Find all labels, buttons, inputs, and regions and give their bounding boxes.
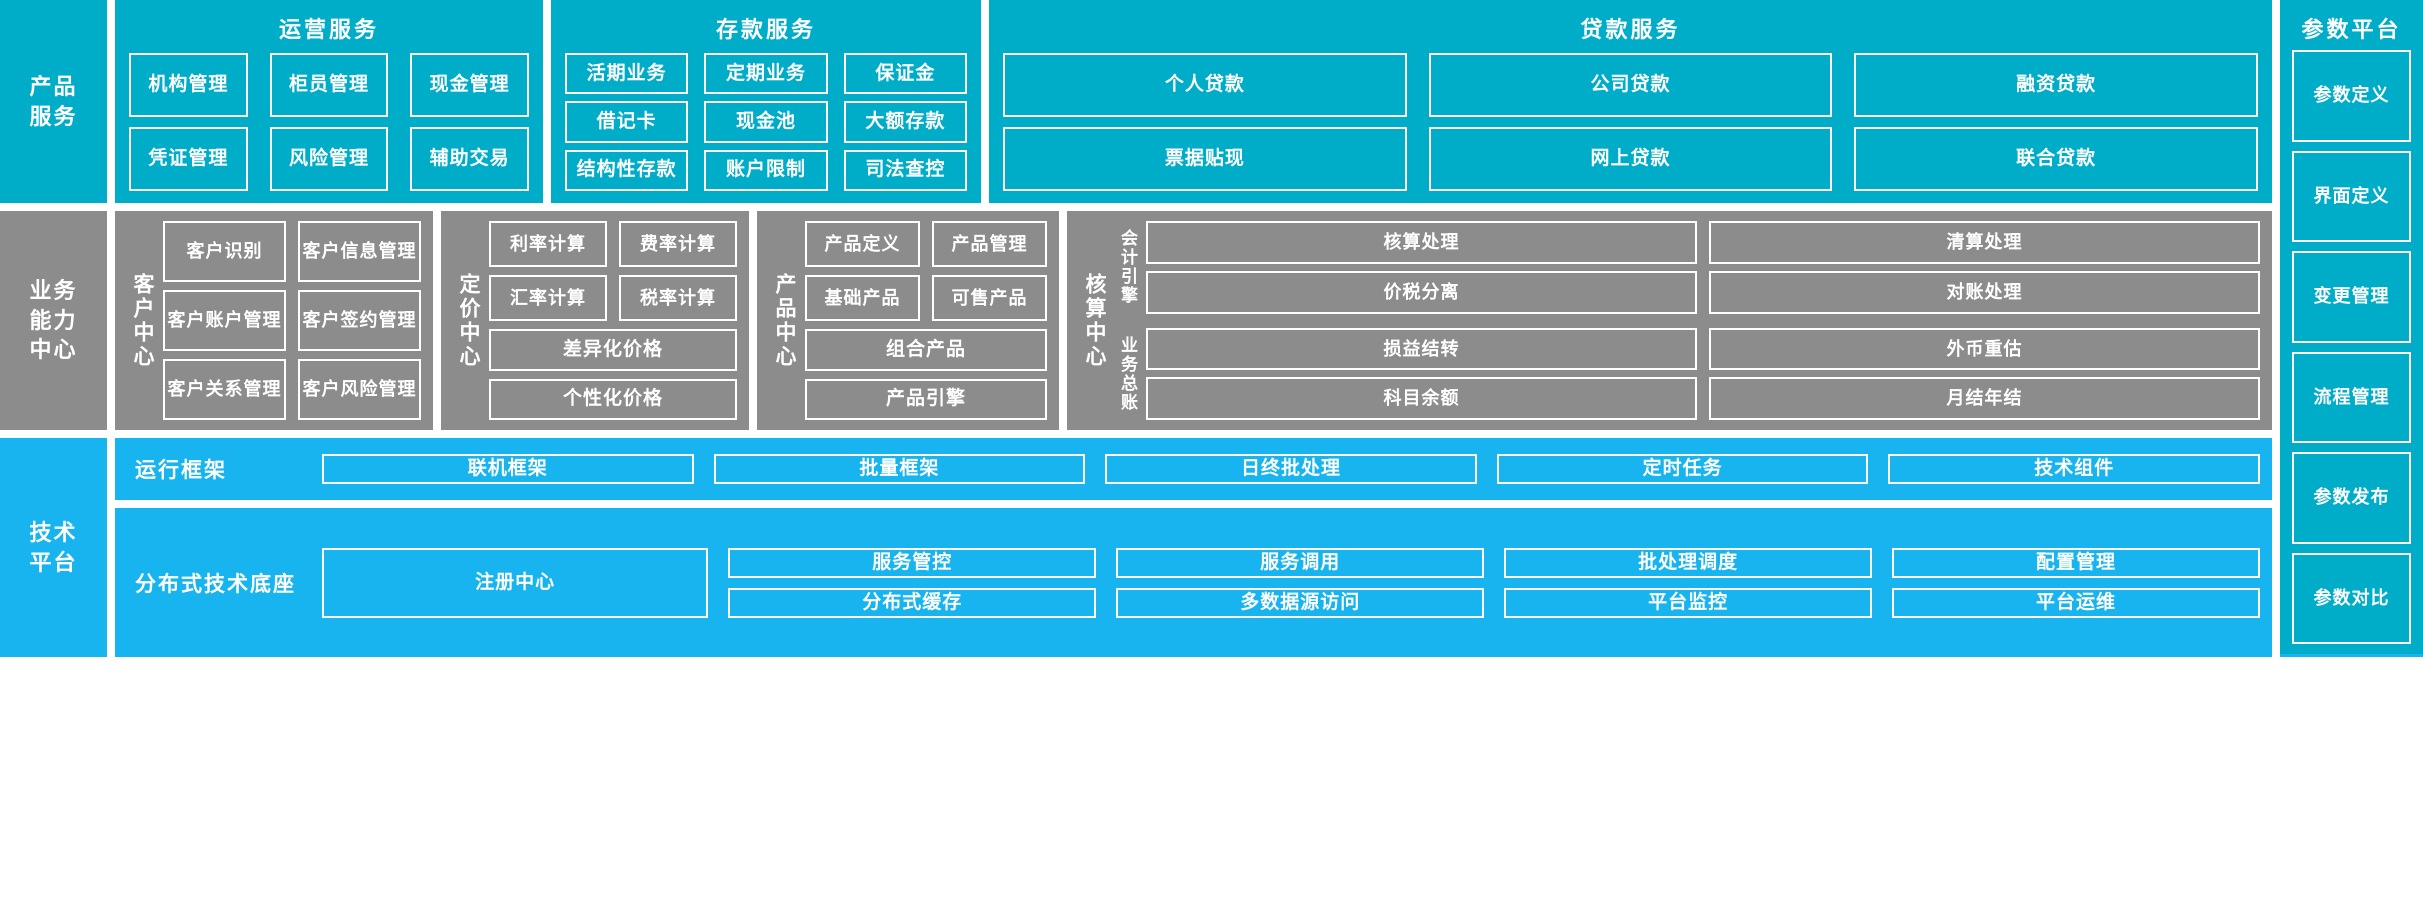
sublabel-accounting-engine: 会计引擎: [1118, 229, 1137, 306]
layer-label-technical-platform-text: 技术 平台: [29, 519, 78, 575]
tile-pricing-1[interactable]: 费率计算: [619, 221, 737, 267]
tile-base-registry[interactable]: 注册中心: [322, 547, 709, 618]
tile-operation-4[interactable]: 风险管理: [269, 127, 389, 191]
panel-deposit-services: 存款服务 活期业务 定期业务 保证金 借记卡 现金池 大额存款 结构性存款 账户…: [551, 0, 981, 203]
tile-base-7[interactable]: 平台运维: [1892, 587, 2260, 618]
tile-pricing-0[interactable]: 利率计算: [489, 221, 607, 267]
tile-operation-5[interactable]: 辅助交易: [410, 127, 529, 191]
layer-label-technical-platform: 技术 平台: [0, 438, 107, 657]
tile-accounting-engine-0[interactable]: 核算处理: [1146, 221, 1697, 264]
tile-param-2[interactable]: 变更管理: [2292, 251, 2411, 343]
tile-pricing-personalized[interactable]: 个性化价格: [489, 378, 737, 420]
tile-runtime-2[interactable]: 日终批处理: [1105, 454, 1477, 484]
tile-customer-5[interactable]: 客户风险管理: [298, 359, 421, 420]
layer-product-services: 产品 服务 运营服务 机构管理 柜员管理 现金管理 凭证管理 风险管理 辅助交易…: [0, 0, 2423, 203]
panel-product-center-label: 产品中心: [773, 272, 796, 369]
tile-product-composite[interactable]: 组合产品: [805, 329, 1047, 371]
tile-operation-0[interactable]: 机构管理: [129, 53, 248, 117]
tile-base-4[interactable]: 分布式缓存: [728, 587, 1097, 618]
panel-customer-center-label: 客户中心: [131, 272, 154, 369]
tile-loan-2[interactable]: 融资贷款: [1854, 53, 2258, 117]
tile-deposit-5[interactable]: 大额存款: [843, 101, 967, 143]
tile-loan-5[interactable]: 联合贷款: [1854, 127, 2258, 191]
tile-product-0[interactable]: 产品定义: [805, 221, 920, 267]
panel-deposit-services-title: 存款服务: [715, 17, 816, 42]
panel-distributed-base: 分布式技术底座 注册中心 服务管控 服务调用 批处理调度 配置管理 分布式缓存 …: [115, 508, 2272, 657]
layer-label-product-services: 产品 服务: [0, 0, 107, 203]
panel-runtime-framework-label: 运行框架: [135, 459, 227, 482]
panel-loan-services: 贷款服务 个人贷款 公司贷款 融资贷款 票据贴现 网上贷款 联合贷款: [989, 0, 2272, 203]
sublabel-general-ledger: 业务总账: [1118, 335, 1137, 412]
layer-label-business-capability: 业务 能力 中心: [0, 211, 107, 430]
tile-param-3[interactable]: 流程管理: [2292, 351, 2411, 443]
panel-runtime-framework: 运行框架 联机框架 批量框架 日终批处理 定时任务 技术组件: [115, 438, 2272, 500]
panel-param-platform-title: 参数平台: [2301, 17, 2402, 42]
tile-base-5[interactable]: 多数据源访问: [1116, 587, 1485, 618]
tile-general-ledger-1[interactable]: 外币重估: [1709, 327, 2260, 371]
tile-product-3[interactable]: 可售产品: [932, 275, 1047, 321]
panel-operation-services-title: 运营服务: [278, 17, 379, 42]
tile-deposit-8[interactable]: 司法查控: [843, 149, 967, 191]
panel-pricing-center-label: 定价中心: [457, 272, 480, 369]
tile-customer-0[interactable]: 客户识别: [163, 221, 286, 282]
tile-base-1[interactable]: 服务调用: [1116, 547, 1485, 578]
tile-accounting-engine-1[interactable]: 清算处理: [1709, 221, 2260, 264]
tile-param-0[interactable]: 参数定义: [2292, 50, 2411, 142]
tile-general-ledger-0[interactable]: 损益结转: [1146, 327, 1697, 371]
tile-deposit-1[interactable]: 定期业务: [704, 53, 828, 95]
tile-customer-4[interactable]: 客户关系管理: [163, 359, 286, 420]
tile-deposit-6[interactable]: 结构性存款: [565, 149, 689, 191]
tile-accounting-engine-3[interactable]: 对账处理: [1709, 270, 2260, 314]
panel-loan-services-title: 贷款服务: [1580, 17, 1681, 42]
tile-product-engine[interactable]: 产品引擎: [805, 378, 1047, 420]
panel-accounting-center-label: 核算中心: [1083, 272, 1106, 369]
tile-runtime-3[interactable]: 定时任务: [1496, 454, 1869, 484]
tile-operation-2[interactable]: 现金管理: [410, 53, 529, 117]
panel-accounting-center: 核算中心 会计引擎 核算处理 清算处理 价税分离 对账处理 业务总账: [1067, 211, 2272, 430]
tile-loan-3[interactable]: 票据贴现: [1003, 127, 1407, 191]
tile-loan-0[interactable]: 个人贷款: [1003, 53, 1407, 117]
tile-base-2[interactable]: 批处理调度: [1504, 547, 1873, 578]
tile-base-3[interactable]: 配置管理: [1892, 547, 2260, 578]
tile-pricing-3[interactable]: 税率计算: [619, 275, 737, 321]
tile-deposit-7[interactable]: 账户限制: [704, 149, 828, 191]
tile-product-2[interactable]: 基础产品: [805, 275, 920, 321]
tile-runtime-1[interactable]: 批量框架: [713, 454, 1086, 484]
tile-deposit-4[interactable]: 现金池: [704, 101, 828, 143]
tile-loan-4[interactable]: 网上贷款: [1428, 127, 1833, 191]
layer-label-business-capability-text: 业务 能力 中心: [29, 277, 78, 363]
tile-operation-1[interactable]: 柜员管理: [269, 53, 389, 117]
tile-runtime-0[interactable]: 联机框架: [322, 454, 694, 484]
tile-accounting-engine-2[interactable]: 价税分离: [1146, 270, 1697, 314]
tile-param-4[interactable]: 参数发布: [2292, 452, 2411, 544]
tile-deposit-2[interactable]: 保证金: [843, 53, 967, 95]
tile-general-ledger-3[interactable]: 月结年结: [1709, 377, 2260, 420]
tile-param-1[interactable]: 界面定义: [2292, 150, 2411, 242]
panel-distributed-base-label: 分布式技术底座: [135, 572, 296, 596]
layer-technical-platform: 技术 平台 运行框架 联机框架 批量框架 日终批处理 定时任务 技术组件 分布式…: [0, 438, 2423, 657]
layer-business-capability: 业务 能力 中心 客户中心 客户识别 客户信息管理 客户账户管理 客户签约管理 …: [0, 211, 2423, 430]
tile-product-1[interactable]: 产品管理: [932, 221, 1047, 267]
tile-customer-2[interactable]: 客户账户管理: [163, 290, 286, 351]
tile-deposit-0[interactable]: 活期业务: [565, 53, 689, 95]
panel-param-platform: 参数平台 参数定义 界面定义 变更管理 流程管理 参数发布 参数对比: [2280, 0, 2423, 654]
tile-runtime-4[interactable]: 技术组件: [1888, 454, 2260, 484]
tile-loan-1[interactable]: 公司贷款: [1428, 53, 1833, 117]
tile-general-ledger-2[interactable]: 科目余额: [1146, 377, 1697, 420]
panel-product-center: 产品中心 产品定义 产品管理 基础产品 可售产品 组合产品 产品引擎: [757, 211, 1059, 430]
tile-base-0[interactable]: 服务管控: [728, 547, 1097, 578]
panel-customer-center: 客户中心 客户识别 客户信息管理 客户账户管理 客户签约管理 客户关系管理 客户…: [115, 211, 433, 430]
panel-operation-services: 运营服务 机构管理 柜员管理 现金管理 凭证管理 风险管理 辅助交易: [115, 0, 543, 203]
tile-operation-3[interactable]: 凭证管理: [129, 127, 248, 191]
tile-customer-3[interactable]: 客户签约管理: [298, 290, 421, 351]
layer-label-product-services-text: 产品 服务: [29, 73, 78, 129]
tile-customer-1[interactable]: 客户信息管理: [298, 221, 421, 282]
panel-pricing-center: 定价中心 利率计算 费率计算 汇率计算 税率计算 差异化价格 个性化价格: [441, 211, 749, 430]
tile-base-6[interactable]: 平台监控: [1504, 587, 1873, 618]
tile-param-5[interactable]: 参数对比: [2292, 552, 2411, 644]
tile-pricing-differential[interactable]: 差异化价格: [489, 329, 737, 371]
tile-deposit-3[interactable]: 借记卡: [565, 101, 689, 143]
tile-pricing-2[interactable]: 汇率计算: [489, 275, 607, 321]
